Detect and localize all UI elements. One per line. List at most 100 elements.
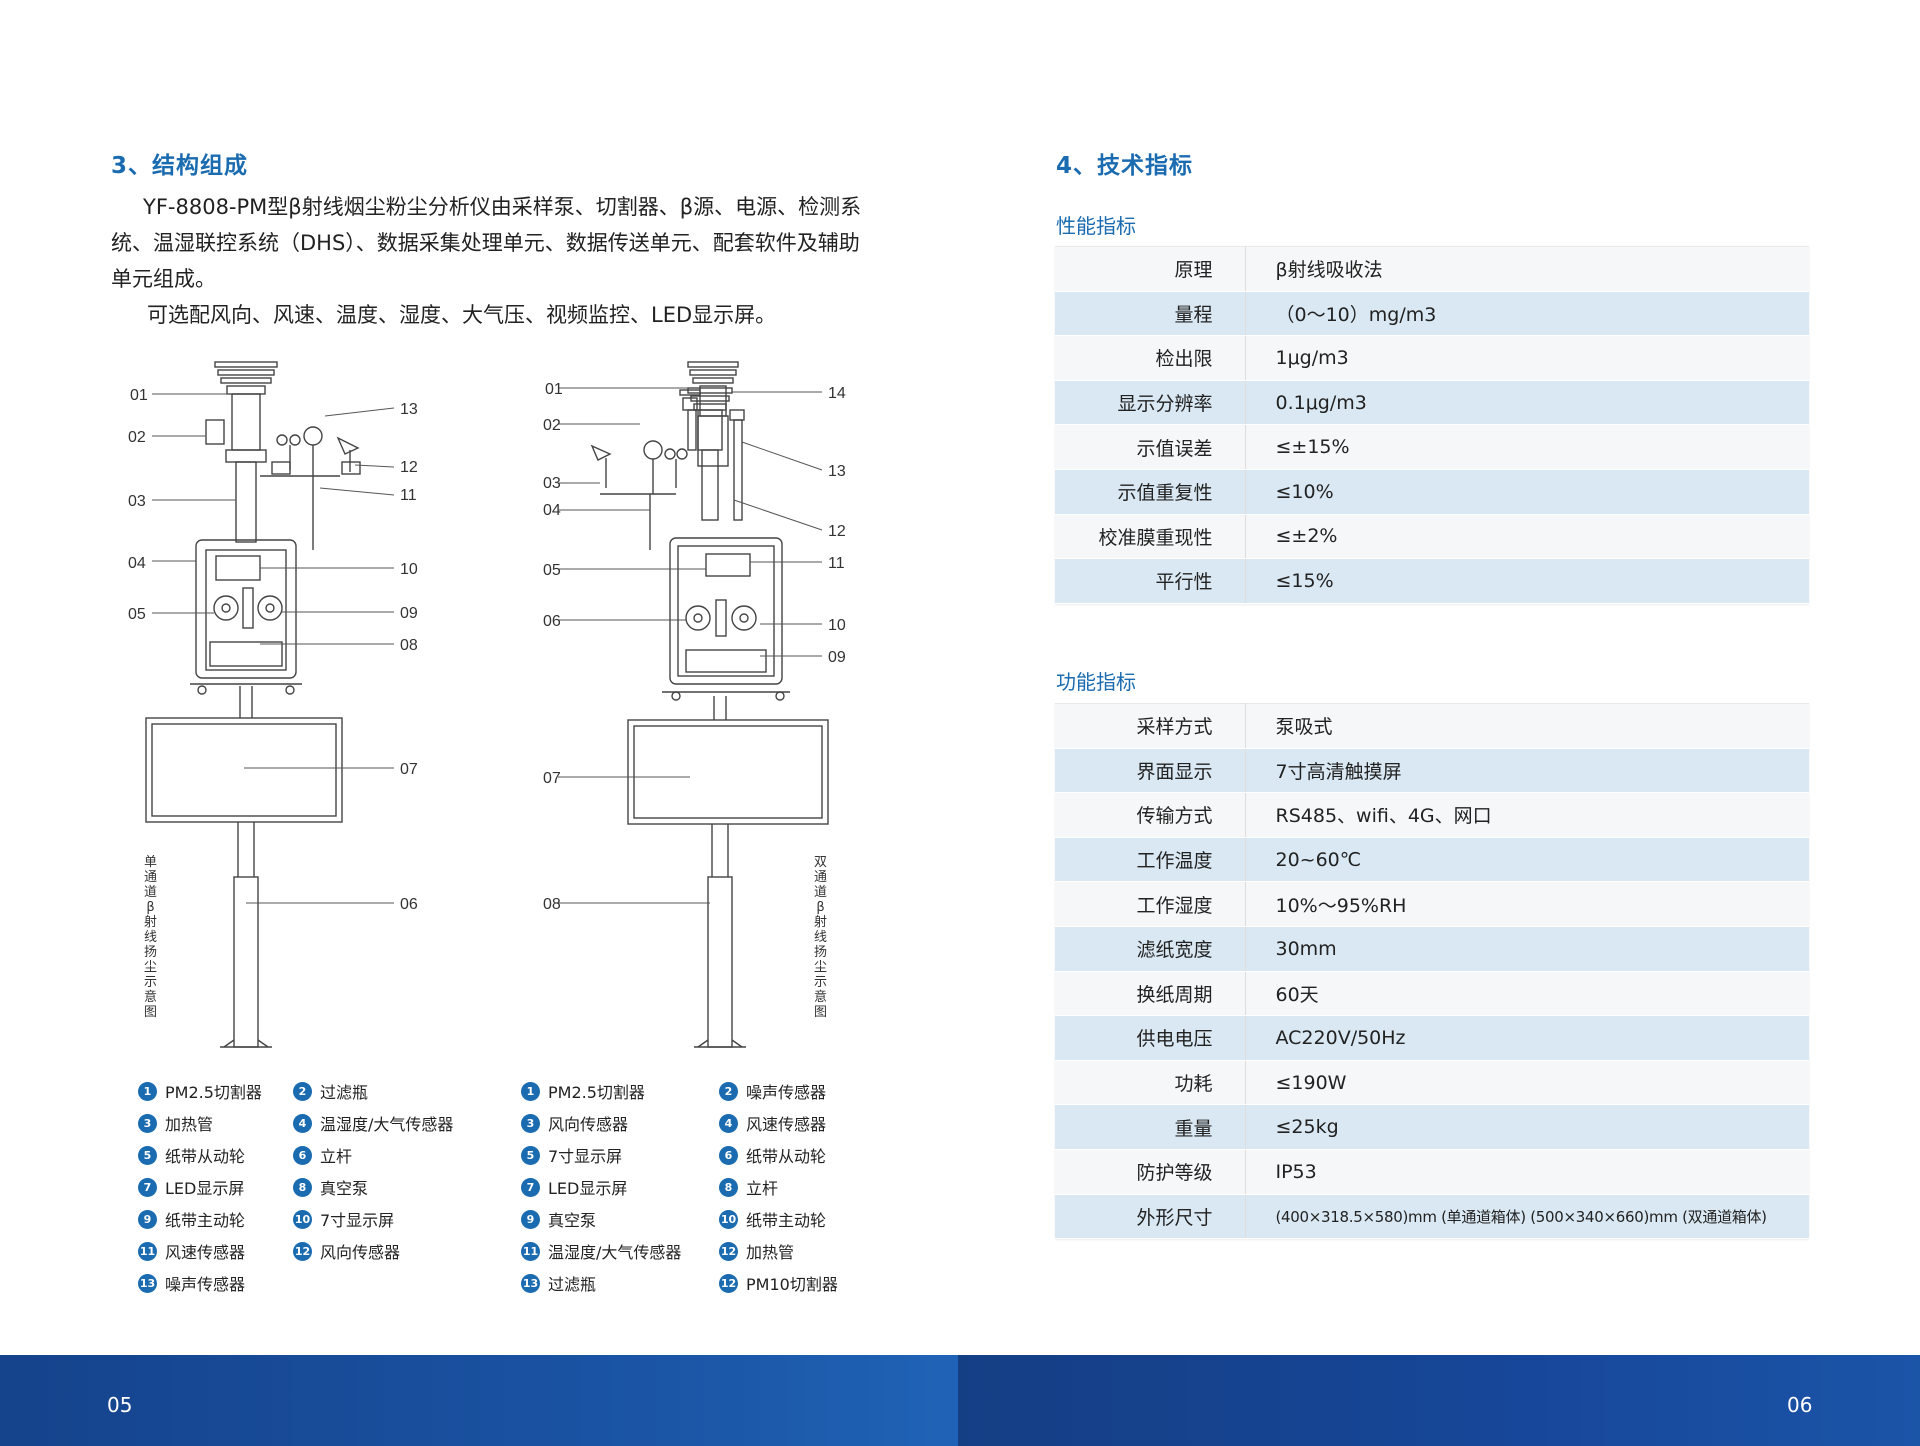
d2-label-09: 09 bbox=[828, 649, 846, 666]
spec-value: ≤±2% bbox=[1245, 514, 1809, 560]
d1-label-05: 05 bbox=[128, 606, 146, 623]
legend-number-badge: 10 bbox=[293, 1209, 312, 1229]
spec-value: 10%～95%RH bbox=[1245, 881, 1809, 927]
legend-label: 过滤瓶 bbox=[548, 1275, 597, 1294]
d2-label-05: 05 bbox=[543, 562, 561, 579]
d2-label-11: 11 bbox=[828, 555, 845, 572]
legend-label: PM2.5切割器 bbox=[548, 1083, 645, 1102]
legend-number-badge: 10 bbox=[719, 1209, 738, 1229]
legend-label: PM2.5切割器 bbox=[165, 1083, 262, 1102]
legend-label: LED显示屏 bbox=[548, 1179, 628, 1198]
filter-bottle-drawing bbox=[205, 419, 225, 445]
performance-specs-title: 性能指标 bbox=[1056, 214, 1136, 238]
legend-item: 8 立杆 bbox=[719, 1176, 909, 1198]
legend-item: 4 温湿度/大气传感器 bbox=[293, 1112, 493, 1134]
legend-item: 3 风向传感器 bbox=[521, 1112, 719, 1134]
legend-item: 8 真空泵 bbox=[293, 1176, 493, 1198]
cabinet-drawing bbox=[195, 539, 297, 679]
d2-label-12: 12 bbox=[828, 523, 846, 540]
structure-description: YF-8808-PM型β射线烟尘粉尘分析仪由采样泵、切割器、β源、电源、检测系统… bbox=[111, 195, 862, 291]
section-title-structure: 3、结构组成 bbox=[111, 153, 249, 179]
footer-band-right bbox=[958, 1355, 1920, 1446]
legend-label: 风速传感器 bbox=[746, 1115, 827, 1134]
spec-row: 采样方式泵吸式 bbox=[1055, 703, 1809, 749]
legend-number-badge: 8 bbox=[719, 1177, 738, 1197]
legend-item: 4 风速传感器 bbox=[719, 1112, 909, 1134]
spec-key: 显示分辨率 bbox=[1055, 380, 1246, 426]
d1-label-10: 10 bbox=[400, 561, 418, 578]
d2-label-08: 08 bbox=[543, 896, 561, 913]
legend-label: 风向传感器 bbox=[548, 1115, 629, 1134]
legend-label: 风向传感器 bbox=[320, 1243, 401, 1262]
spec-key: 滤纸宽度 bbox=[1055, 926, 1246, 972]
legend-item: 13 过滤瓶 bbox=[521, 1272, 719, 1294]
legend-number-badge: 2 bbox=[719, 1081, 738, 1101]
legend-number-badge: 3 bbox=[521, 1113, 540, 1133]
spec-value: 20~60℃ bbox=[1245, 837, 1809, 883]
spec-row: 校准膜重现性≤±2% bbox=[1055, 514, 1809, 560]
d1-label-06: 06 bbox=[400, 896, 418, 913]
legend-label: 温湿度/大气传感器 bbox=[320, 1115, 454, 1134]
legend-label: 立杆 bbox=[746, 1179, 779, 1198]
page-number-left: 05 bbox=[107, 1393, 133, 1417]
d2-label-10: 10 bbox=[828, 617, 846, 634]
legend-label: 真空泵 bbox=[548, 1211, 597, 1230]
d2-label-01: 01 bbox=[545, 381, 563, 398]
spec-value: 7寸高清触摸屏 bbox=[1245, 748, 1809, 794]
legend-number-badge: 4 bbox=[293, 1113, 312, 1133]
legend-label: 加热管 bbox=[165, 1115, 214, 1134]
legend-label: 温湿度/大气传感器 bbox=[548, 1243, 682, 1262]
spec-value: RS485、wifi、4G、网口 bbox=[1245, 792, 1809, 838]
d2-label-02: 02 bbox=[543, 417, 561, 434]
spec-value: ≤25kg bbox=[1245, 1104, 1809, 1150]
spec-value: 60天 bbox=[1245, 971, 1809, 1017]
legend-number-badge: 8 bbox=[293, 1177, 312, 1197]
d1-label-07: 07 bbox=[400, 761, 418, 778]
legend-number-badge: 4 bbox=[719, 1113, 738, 1133]
function-specs-title: 功能指标 bbox=[1056, 670, 1136, 694]
d1-label-03: 03 bbox=[128, 493, 146, 510]
spec-key: 原理 bbox=[1055, 246, 1246, 292]
d2-label-14: 14 bbox=[828, 385, 846, 402]
legend-label: 真空泵 bbox=[320, 1179, 369, 1198]
legend-label: 7寸显示屏 bbox=[548, 1147, 623, 1166]
legend-label: PM10切割器 bbox=[746, 1275, 838, 1294]
legend-number-badge: 2 bbox=[293, 1081, 312, 1101]
spec-row: 平行性≤15% bbox=[1055, 558, 1809, 604]
legend-label: 纸带主动轮 bbox=[746, 1211, 827, 1230]
legend-label: 噪声传感器 bbox=[746, 1083, 827, 1102]
legend-number-badge: 13 bbox=[521, 1273, 540, 1293]
legend-number-badge: 9 bbox=[521, 1209, 540, 1229]
legend-number-badge: 11 bbox=[138, 1241, 157, 1261]
legend-number-badge: 5 bbox=[138, 1145, 157, 1165]
spec-value: AC220V/50Hz bbox=[1245, 1015, 1809, 1061]
legend-label: 噪声传感器 bbox=[165, 1275, 246, 1294]
spec-value: IP53 bbox=[1245, 1149, 1809, 1195]
d2-label-13: 13 bbox=[828, 463, 846, 480]
d2-label-04: 04 bbox=[543, 502, 561, 519]
spec-value: ≤15% bbox=[1245, 558, 1809, 604]
spec-key: 平行性 bbox=[1055, 558, 1246, 604]
spec-row: 示值误差≤±15% bbox=[1055, 424, 1809, 470]
legend-number-badge: 6 bbox=[719, 1145, 738, 1165]
legend-label: LED显示屏 bbox=[165, 1179, 245, 1198]
spec-key: 工作湿度 bbox=[1055, 881, 1246, 927]
legend-number-badge: 1 bbox=[521, 1081, 540, 1101]
structure-diagram-svg: 01 02 03 04 05 13 12 11 10 09 08 07 06 0… bbox=[128, 361, 846, 1048]
legend-item: 10 纸带主动轮 bbox=[719, 1208, 909, 1230]
spec-value: ≤190W bbox=[1245, 1060, 1809, 1106]
